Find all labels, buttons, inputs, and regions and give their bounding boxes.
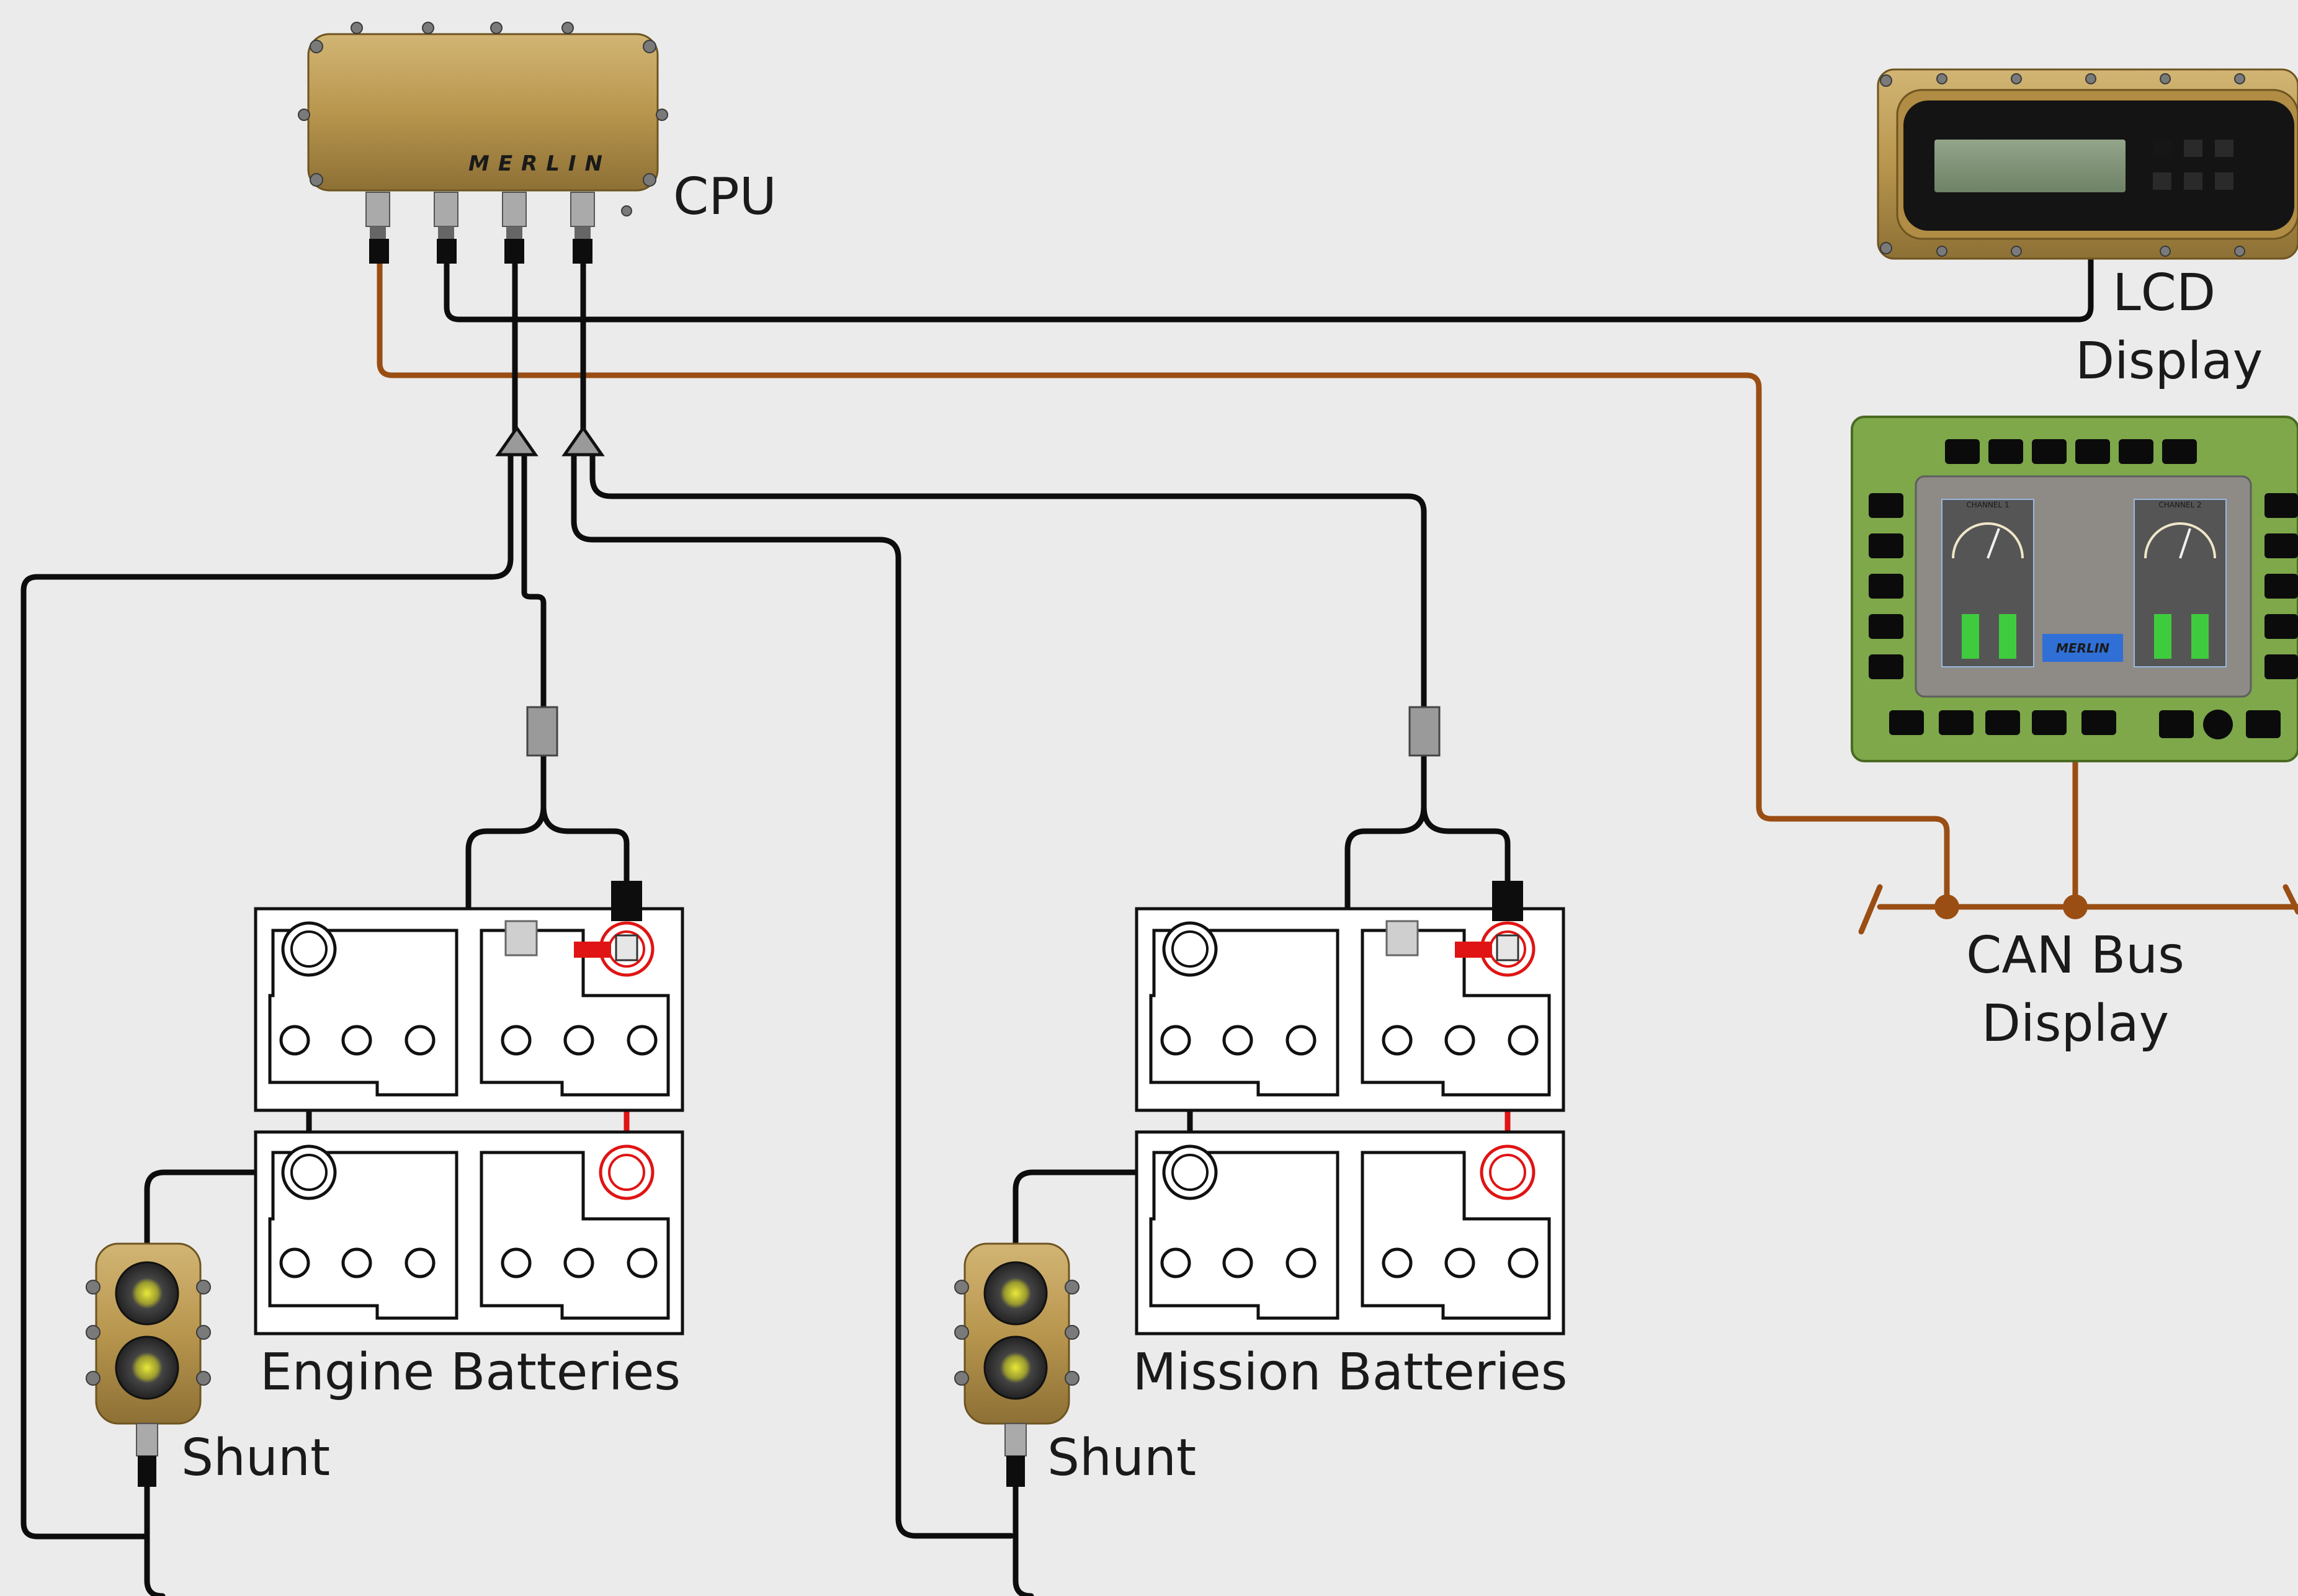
- can-junction-node: [2063, 894, 2088, 919]
- lcd-screen: [1934, 140, 2126, 192]
- mission-inline-fuse-icon: [1385, 706, 1523, 961]
- lcd-display-icon: [1877, 68, 2298, 260]
- can-screen-logo: MERLIN: [2056, 641, 2109, 656]
- can-bus-wiring: [377, 242, 2298, 935]
- can-channel2-label: CHANNEL 2: [2158, 501, 2201, 509]
- cpu-logo: MERLIN: [468, 151, 611, 176]
- can-channel1-label: CHANNEL 1: [1966, 501, 2009, 509]
- can-junction-node: [1934, 894, 1959, 919]
- lcd-data-wire: [444, 242, 2094, 323]
- engine-batteries-icon: [254, 907, 684, 1335]
- y-splitter-icon: [495, 425, 605, 457]
- cpu-unit-icon: MERLIN: [298, 22, 668, 264]
- can-label-line2: Display: [1982, 994, 2169, 1053]
- lcd-label-line2: Display: [2075, 332, 2263, 391]
- engine-inline-fuse-icon: [504, 706, 642, 961]
- can-bus-display-icon: CHANNEL 1 CHANNEL 2 MERLIN: [1851, 416, 2298, 762]
- shunt-icon: [954, 1242, 1080, 1487]
- shunt-right-label: Shunt: [1047, 1429, 1196, 1487]
- mission-batteries-label: Mission Batteries: [1133, 1343, 1568, 1402]
- lcd-label-line1: LCD: [2112, 264, 2215, 323]
- shunt-icon: [86, 1242, 211, 1487]
- cpu-connectors: [365, 192, 632, 264]
- mission-batteries-icon: [1135, 907, 1565, 1335]
- cpu-label: CPU: [673, 167, 777, 226]
- can-label-line1: CAN Bus: [1966, 926, 2184, 985]
- shunt-left-label: Shunt: [181, 1429, 330, 1487]
- engine-batteries-label: Engine Batteries: [260, 1343, 681, 1402]
